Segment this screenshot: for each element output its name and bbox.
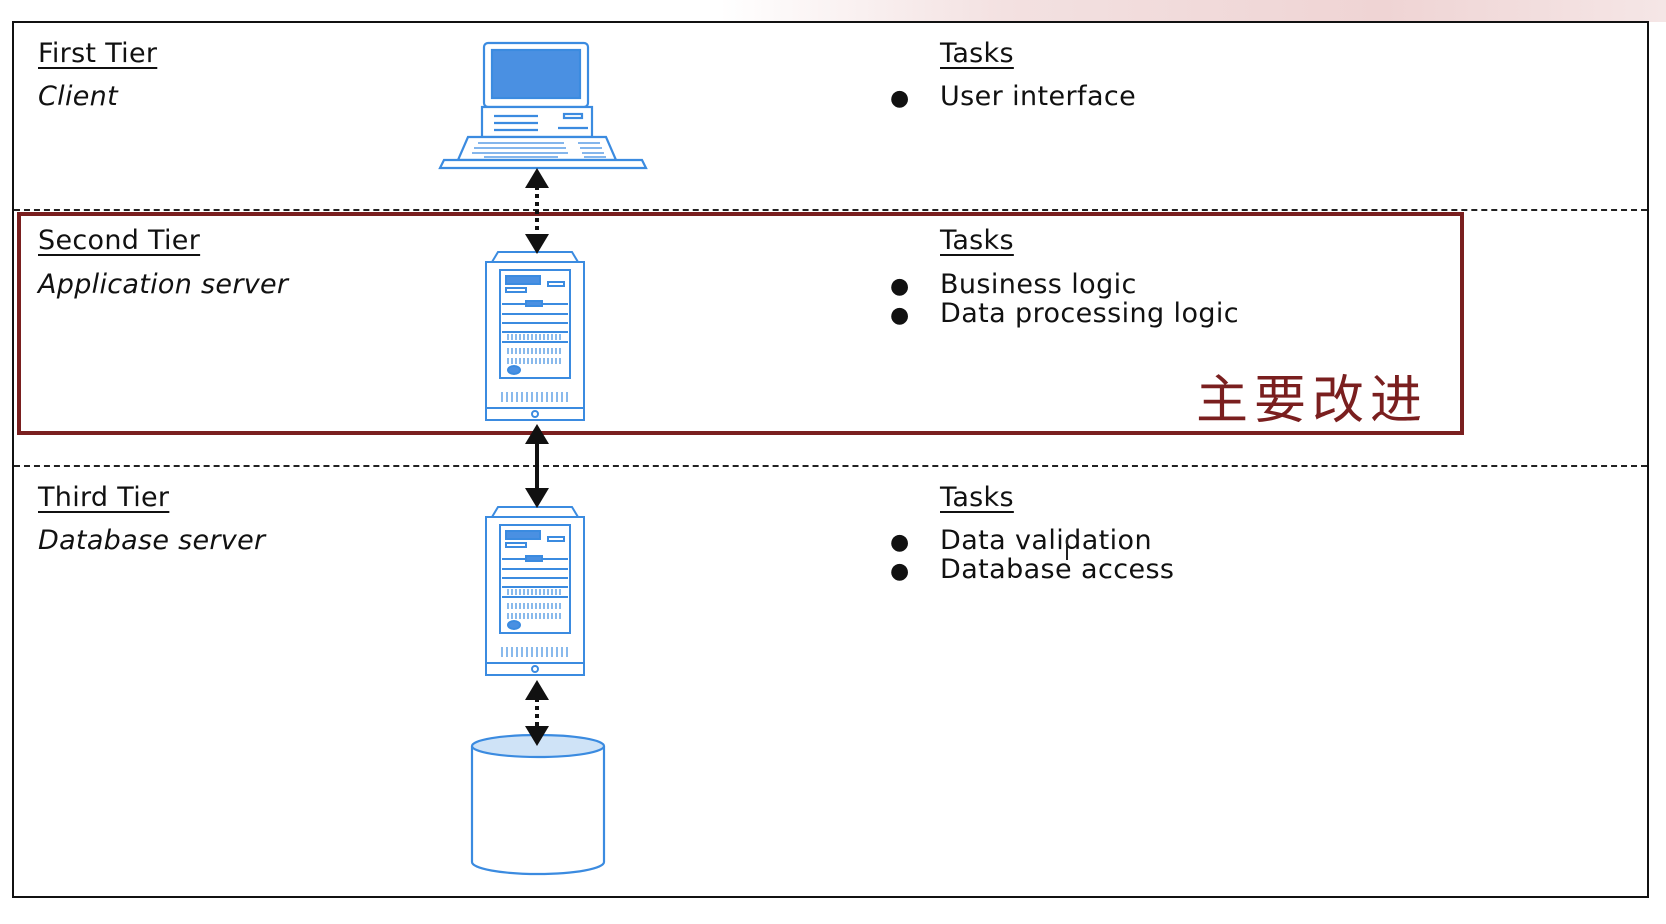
database-server-to-storage-arrow: [525, 680, 549, 746]
second-tier-subtitle: Application server: [38, 269, 289, 300]
first-tier-title: First Tier: [38, 38, 158, 69]
computer-icon: [438, 41, 648, 170]
task-label: Data validation: [940, 525, 1152, 556]
bullet-icon: ●: [890, 559, 910, 584]
second-tier-task-1: ● Business logic: [890, 269, 1137, 300]
client-to-app-server-arrow: [525, 168, 549, 254]
server-icon: [485, 251, 585, 421]
tier-divider-2: [14, 465, 1647, 467]
text-cursor-icon: [1066, 538, 1068, 560]
third-tier-tasks-title: Tasks: [940, 482, 1014, 513]
task-label: Database access: [940, 554, 1175, 585]
third-tier-title: Third Tier: [38, 482, 170, 513]
bullet-icon: ●: [890, 86, 910, 111]
database-server-icon: [485, 506, 585, 676]
second-tier-title: Second Tier: [38, 225, 201, 256]
second-tier-highlight-box: [17, 212, 1464, 435]
third-tier-task-2: ● Database access: [890, 554, 1174, 585]
third-tier-subtitle: Database server: [38, 525, 266, 556]
bullet-icon: ●: [890, 530, 910, 555]
task-label: Business logic: [940, 269, 1137, 300]
diagram-frame: [12, 21, 1649, 898]
bullet-icon: ●: [890, 303, 910, 328]
bullet-icon: ●: [890, 274, 910, 299]
first-tier-tasks-title: Tasks: [940, 38, 1014, 69]
main-improvement-label: 主要改进: [1196, 371, 1429, 431]
task-label: User interface: [940, 81, 1137, 112]
decorative-header-stripe: [720, 0, 1666, 22]
first-tier-task-1: ● User interface: [890, 81, 1136, 112]
first-tier-subtitle: Client: [38, 81, 118, 112]
task-label: Data processing logic: [940, 298, 1240, 329]
second-tier-tasks-title: Tasks: [940, 225, 1014, 256]
database-cylinder-icon: [470, 733, 606, 876]
app-server-to-database-server-arrow: [525, 424, 549, 508]
third-tier-task-1: ● Data validation: [890, 525, 1152, 556]
tier-divider-1: [14, 209, 1647, 211]
second-tier-task-2: ● Data processing logic: [890, 298, 1239, 329]
